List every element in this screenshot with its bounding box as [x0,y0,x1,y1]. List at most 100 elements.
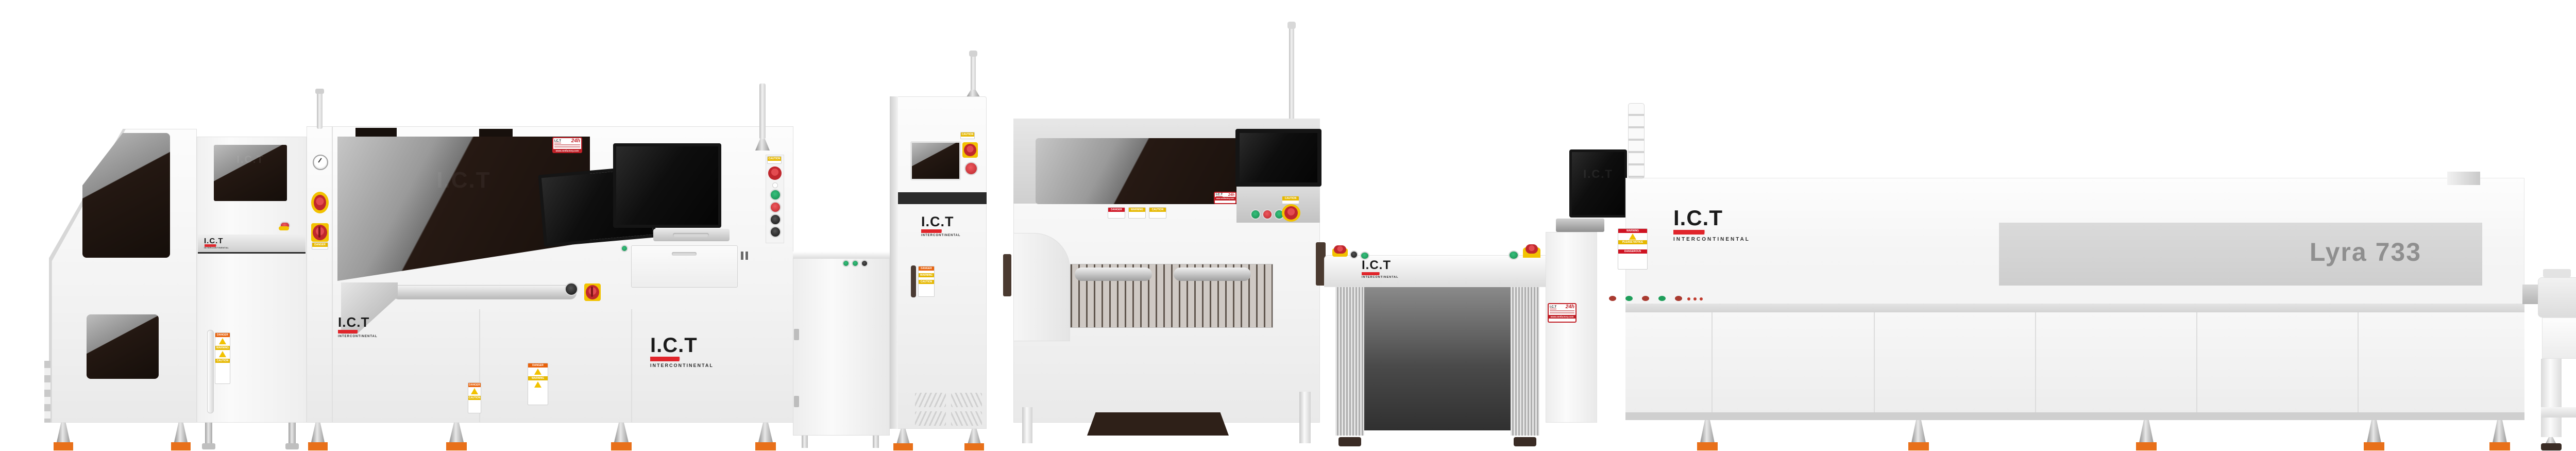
foot-pad [1514,437,1536,446]
conveyor1-emergency-right[interactable] [1526,244,1538,254]
spi-stop-button[interactable] [964,162,978,175]
oven-top-tab [2447,172,2480,185]
foot-pad [171,442,191,450]
pnp-feeder-bank[interactable] [1070,264,1273,328]
printer-endcap-logo: I.C.T INTERCONTINENTAL [338,314,378,338]
cabinet-touchscreen[interactable]: I.C.T [214,145,287,201]
foot-cone [1911,420,1926,443]
console-screen-etched-logo: I.C.T [1583,168,1613,180]
foot-pad [2136,442,2157,450]
docking-cart [793,252,890,436]
oven-status-light [1609,296,1616,301]
spi-door-handle[interactable] [911,265,916,297]
spi-emergency-stop[interactable] [964,144,976,156]
foot-cone [968,429,981,444]
printer-squeegee-rail [393,285,577,299]
foot-cone [311,423,325,442]
column-stop-button[interactable] [314,195,326,210]
foot-pad [2489,442,2510,450]
foot-cone [614,423,629,442]
printer-emergency-stop[interactable] [768,166,782,180]
conveyor1-leg-left [1335,287,1364,436]
pnp-button-green-1[interactable] [1250,209,1261,220]
pnp-monitor[interactable] [1235,129,1321,187]
printer-knob[interactable] [565,282,578,296]
cart-hinge-top [794,329,799,340]
foot-cone [174,423,188,442]
printer-usb-ports[interactable] [741,252,749,260]
spi-warning-sticker: DANGER WARNING CAUTION [918,266,935,297]
column-rotary-switch[interactable] [313,225,327,240]
console-keyboard-tray[interactable] [1556,219,1604,232]
foot-cone [896,429,910,444]
foot-cylinder [289,423,296,445]
pnp-leg-right [1299,392,1311,443]
oven-door-seam [2196,312,2197,413]
conveyor1-button-black[interactable] [1350,250,1358,259]
printer-button-column: CAUTION [766,155,784,243]
pnp-leg-left [1022,407,1032,443]
printer-stop-button[interactable] [770,202,781,213]
printer-monitor-right[interactable] [613,143,721,228]
cabinet-logo-sub: INTERCONTINENTAL [204,246,229,249]
oven-signal-tower [1628,103,1645,179]
oven-lower-cabinet [1625,312,2524,413]
pressure-gauge [313,155,328,170]
cart-button[interactable] [861,260,868,267]
pnp-button-red[interactable] [1262,209,1273,220]
conveyor1-button-green-left[interactable] [1360,252,1369,260]
printer-aux-button-2[interactable] [770,226,781,238]
foot-pad [308,442,328,450]
foot-pad [893,443,913,450]
oven-warning-stack: WARNING PLEASE NOTICE DANGEROUS [1618,228,1648,270]
conveyor1-beam [1324,255,1551,287]
printer-caution-label: CAUTION [767,156,782,164]
power-column [307,126,332,423]
pnp-arch-cover [1013,233,1070,341]
spi-vent-right-2 [951,411,982,426]
pnp-control-panel: CAUTION [1236,187,1320,223]
conveyor1-leg-right [1511,287,1539,436]
oven-status-light-small [1700,297,1703,300]
printer-window-etched-logo: I.C.T [436,168,491,193]
conveyor1-emergency-left[interactable] [1334,245,1346,254]
printer-aux-button-1[interactable] [770,214,781,225]
conveyor1-opening [1364,287,1511,430]
conveyor1-button-green-right[interactable] [1509,250,1519,260]
printer-left-warning-sticker: DANGER CAUTION [468,382,481,413]
foot-pad [54,442,73,450]
spi-vent-left [915,393,946,407]
conveyor2-top-tab [2543,269,2571,277]
conveyor2-beam [2542,318,2576,359]
logo-dot [1362,272,1382,275]
cabinet-logo: I.C.T [204,237,224,245]
cabinet-alarm-base [279,226,289,230]
spi-logo: I.C.T INTERCONTINENTAL [921,214,961,237]
printer-door-warning-sticker: DANGER WARNING [528,363,548,405]
feeder-roller-left [1075,268,1152,281]
drawer-handle[interactable] [672,252,697,256]
printer-start-button[interactable] [770,189,781,201]
spi-vent-left-2 [915,411,946,426]
oven-door-seam [2035,312,2036,413]
pnp-base-shadow [1087,412,1229,436]
conveyor2-hood [2538,277,2576,318]
foot-pad [285,443,299,449]
printer-window-tab-left [355,128,397,137]
spi-caution-label: CAUTION [960,132,975,139]
column-antenna-cap [315,89,324,94]
oven-model-band: Lyra 733 [1999,223,2482,286]
tray-handle-slot[interactable] [673,233,709,237]
cabinet-door-handle[interactable] [207,330,214,413]
printer-rotary-switch[interactable] [586,285,599,299]
link-conveyor-1: I.C.T INTERCONTINENTAL [1324,255,1551,436]
loader-side-pipes [44,361,50,423]
printer-front-drawer[interactable] [631,245,738,288]
rotary-knob [318,226,320,238]
pnp-emergency-stop[interactable] [1284,206,1298,220]
foot-cone [2493,420,2507,443]
oven-console-monitor[interactable]: I.C.T [1569,149,1627,218]
spi-touchscreen[interactable] [910,141,961,180]
